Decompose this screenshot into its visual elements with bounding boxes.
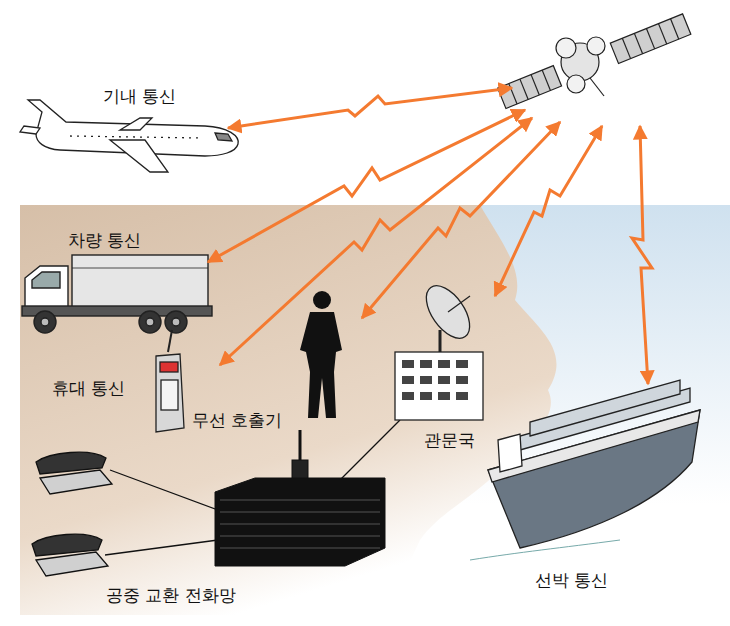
- person: [300, 291, 342, 418]
- exchange-building: [105, 420, 400, 566]
- comm-label: 기내 통신: [103, 86, 176, 106]
- comm-label: 휴대 통신: [52, 378, 125, 398]
- airplane: [20, 100, 238, 172]
- ship: [470, 380, 700, 560]
- desk-phone: [32, 452, 112, 576]
- handheld-phone: [156, 330, 184, 432]
- comm-label: 선박 통신: [535, 570, 608, 590]
- comm-label: 무선 호출기: [192, 410, 282, 430]
- comm-label: 공중 교환 전화망: [106, 585, 236, 605]
- truck: [22, 255, 212, 333]
- land: [20, 205, 556, 615]
- comm-label: 차량 통신: [68, 230, 141, 250]
- comm-label: 관문국: [424, 430, 475, 450]
- gateway-station: [395, 278, 483, 420]
- radio-link: [208, 88, 652, 384]
- satellite: [498, 14, 691, 109]
